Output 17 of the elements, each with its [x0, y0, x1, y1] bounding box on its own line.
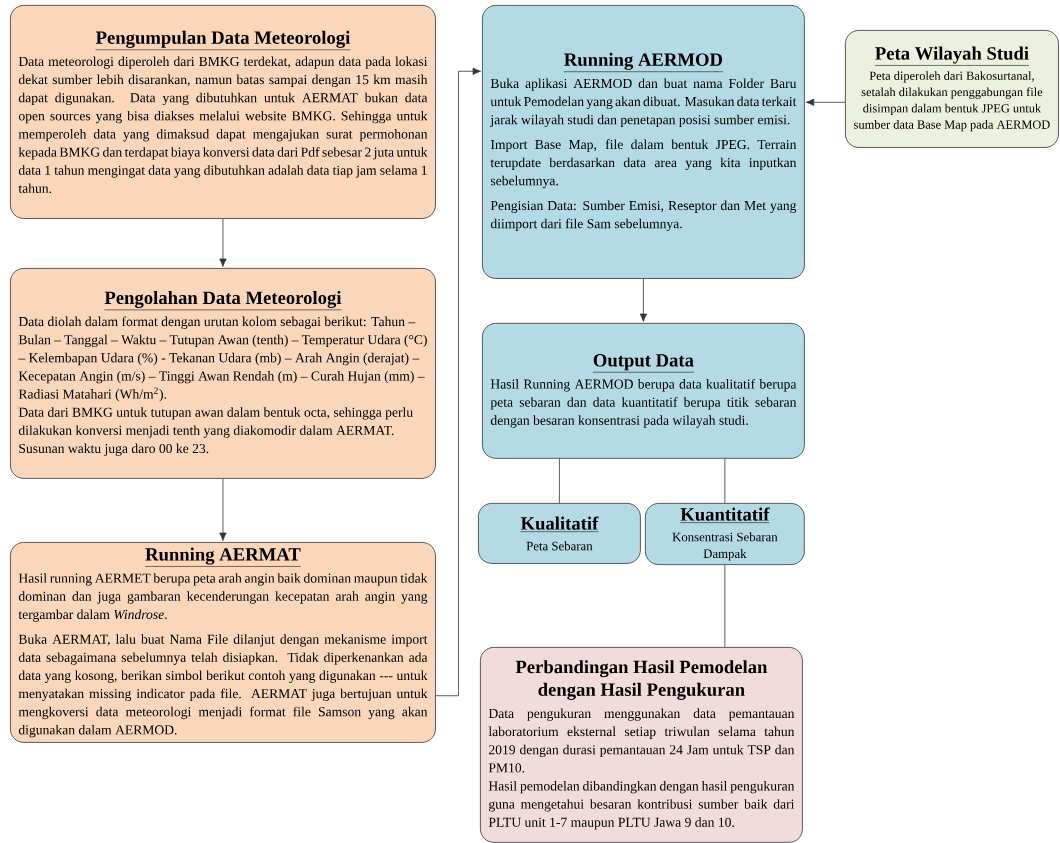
connector-line [724, 564, 726, 648]
process-box: Kuantitatif Konsentrasi Sebaran Dampak [645, 503, 805, 565]
arrow [805, 98, 846, 106]
connector-line [559, 458, 560, 504]
process-box: Kualitatif Peta Sebaran [478, 503, 641, 564]
arrow [219, 478, 227, 541]
process-box: Output Data Hasil Running AERMOD berupa data kualitatif berupa peta sebaran dan data kuantitatif berupa titik sebaran dengan besaran konsentrasi pada wilayah studi. [482, 323, 805, 459]
process-box: Pengolahan Data Meteorologi Data diolah dalam format dengan urutan kolom sebagai berikut: Tahun – Bulan – Tanggal – Waktu – Tutupan Awan (tenth) – Temperatur Udara (°C) – Kelembapan Udara (%) - Tekanan Udara (mb) – Arah Angin (derajat) – Kecepatan Angin (m/s) – Tinggi Awan Rendah (m) – Curah Hujan (mm) – Radiasi Matahari (Wh/m$^{2}$). Data dari BMKG untuk tutupan awan dalam bentuk octa, sehingga perlu dilakukan konversi menjadi tenth yang diakomodir dalam AERMAT. Susunan waktu juga daro 00 ke 23. [10, 268, 436, 479]
arrow [639, 278, 648, 322]
process-box: Perbandingan Hasil Pemodelan dengan Hasil Pengukuran Data pengukuran menggunakan data pemantauan laboratorium eksternal setiap triwulan selama tahun 2019 dengan durasi pemantauan 24 Jam untuk TSP dan PM10. Hasil pemodelan dibandingkan dengan hasil pengukuran guna mengetahui besaran kontribusi sumber baik dari PLTU unit 1-7 maupun PLTU Jawa 9 dan 10. [480, 647, 803, 843]
process-box: Peta Wilayah Studi Peta diperoleh dari Bakosurtanal, setalah dilakukan penggabungan file disimpan dalam bentuk JPEG untuk sumber data Base Map pada AERMOD [845, 30, 1059, 148]
connector-line [724, 458, 726, 504]
arrow [435, 67, 481, 697]
process-box: Running AERMAT Hasil running AERMET berupa peta arah angin baik dominan maupun tidak dominan dan juga gambaran kecenderungan kecepatan arah angin yang tergambar dalam Windrose. Buka AERMAT, lalu buat Nama File dilanjut dengan mekanisme import data sebagaimana sebelumnya telah disiapkan. Tidak diperkenankan ada data yang kosong, berikan simbol berikut contoh yang digunakan --- untuk menyatakan missing indicator pada file. AERMAT juga bertujuan untuk mengkoversi data meteorologi menjadi format file Samson yang akan digunakan dalam AERMOD. [10, 542, 436, 743]
arrow [219, 218, 227, 267]
process-box: Running AERMOD Buka aplikasi AERMOD dan buat nama Folder Baru untuk Pemodelan yang akan dibuat. Masukan data terkait jarak wilayah studi dan penetapan posisi sumber emisi. Import Base Map, file dalam bentuk JPEG. Terrain terupdate berdasarkan data area yang kita inputkan sebelumnya. Pengisian Data: Sumber Emisi, Reseptor dan Met yang diimport dari file Sam sebelumnya. [482, 5, 805, 279]
process-box: Pengumpulan Data Meteorologi Data meteorologi diperoleh dari BMKG terdekat, adapun data pada lokasi dekat sumber lebih disarankan, namun batas sampai dengan 15 km masih dapat digunakan. Data yang dibutuhkan untuk AERMAT bukan data open sources yang bisa diakses melalui website BMKG. Sehingga untuk memperoleh data yang dimaksud dapat mengajukan surat permohonan kepada BMKG dan terdapat biaya konversi data dari Pdf sebesar 2 juta untuk data 1 tahun mengingat data yang dibutuhkan adalah data tiap jam selama 1 tahun. [10, 5, 436, 219]
